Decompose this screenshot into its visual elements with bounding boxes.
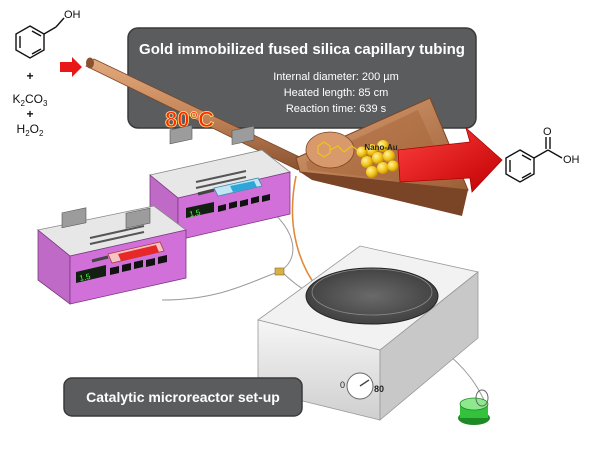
capillary-cutaway-wall [300, 172, 468, 216]
syringe-plunger [197, 188, 215, 196]
vial-cap-ring [475, 389, 489, 407]
reaction-time: Reaction time: 639 s [286, 103, 387, 115]
pump-key [134, 260, 143, 269]
pump-clamp [61, 207, 87, 229]
carbonyl-o-label: O [543, 126, 552, 138]
immobilized-linker [317, 141, 361, 158]
syringe-plunger [91, 255, 109, 263]
oh-bond [55, 17, 65, 28]
gold-nanoparticle-cluster [356, 140, 399, 178]
plus-sign: + [26, 69, 33, 83]
linker-ring [317, 141, 331, 158]
hotplate-plate-rim [311, 268, 433, 316]
benzyl-alcohol-structure [15, 17, 65, 59]
capillary-inlet-end [86, 57, 94, 69]
internal-diameter: Internal diameter: 200 µm [273, 71, 399, 83]
reaction-temperature: 80°C [165, 107, 214, 132]
ring-double-bond [31, 48, 42, 55]
hotplate-heating-plate [305, 267, 439, 325]
product-arrow [397, 126, 503, 193]
ring-double-bond [521, 154, 532, 161]
heated-length: Heated length: 85 cm [284, 87, 389, 99]
gold-nanoparticle [387, 160, 399, 172]
pump-keypad [110, 255, 167, 275]
pump-keypad [218, 194, 270, 212]
collection-vial [458, 389, 490, 425]
back-pump-display-value: 1.5 [189, 208, 202, 219]
inlet-arrow [60, 57, 82, 77]
potassium-carbonate: K2CO3 [13, 92, 48, 108]
pump-guide-rod [89, 225, 145, 239]
hydroxyl-bond [547, 149, 563, 159]
pump-key [229, 201, 237, 209]
pump-key [122, 263, 131, 272]
capillary-info-panel: Gold immobilized fused silica capillary … [127, 27, 477, 129]
pump-key [240, 199, 248, 207]
pump-guide-rod [195, 170, 247, 183]
linker-chain [329, 145, 361, 153]
gold-nanoparticle [377, 140, 389, 152]
pump-clamp [231, 125, 255, 146]
acid-oh-label: OH [563, 154, 580, 166]
pump-key [146, 258, 155, 267]
pump-key [251, 196, 259, 204]
pump-key [110, 266, 119, 275]
vial-top [459, 397, 489, 411]
gold-nanoparticle [372, 152, 384, 164]
plus-sign: + [26, 107, 33, 121]
setup-label: Catalytic microreactor set-up [86, 389, 280, 405]
syringe-liquid [230, 181, 257, 192]
hotplate-side-face [379, 271, 479, 421]
nano-au-label: Nano-Au [364, 143, 397, 152]
gold-nanoparticle [356, 146, 368, 158]
pump-key [218, 204, 226, 212]
pump-key [262, 194, 270, 202]
capillary-title: Gold immobilized fused silica capillary … [139, 41, 465, 58]
front-pump-display-value: 1.5 [79, 272, 92, 283]
gold-nanoparticle [377, 162, 389, 174]
syringe-liquid [118, 245, 159, 261]
dial-max-label: 80 [374, 384, 384, 394]
carboxyl-bond [533, 149, 549, 159]
hotplate-dial-pointer [359, 379, 370, 387]
pump-display [76, 265, 106, 283]
gold-nanoparticle [366, 166, 378, 178]
pump-guide-rod [195, 176, 247, 189]
pump-guide-rod [89, 231, 145, 245]
pump-clamp [169, 124, 193, 145]
pump-display [186, 202, 214, 218]
pump-clamp [125, 207, 151, 229]
ring-double-bond [31, 30, 42, 37]
gold-nanoparticle [383, 150, 395, 162]
syringe-pump-front [37, 205, 187, 305]
benzoic-acid-structure [505, 137, 563, 183]
pump-key [158, 255, 167, 264]
alcohol-oh-label: OH [64, 9, 81, 21]
ring-double-bond [521, 172, 532, 179]
front-pump-tubing [161, 271, 279, 301]
setup-label-background [63, 377, 303, 417]
gold-nanoparticle [361, 156, 373, 168]
hydrogen-peroxide: H2O2 [17, 122, 44, 138]
setup-label-panel: Catalytic microreactor set-up [63, 377, 303, 417]
t-mixer-junction [274, 267, 285, 276]
dial-min-label: 0 [340, 380, 345, 390]
ch2-bond [43, 26, 57, 35]
